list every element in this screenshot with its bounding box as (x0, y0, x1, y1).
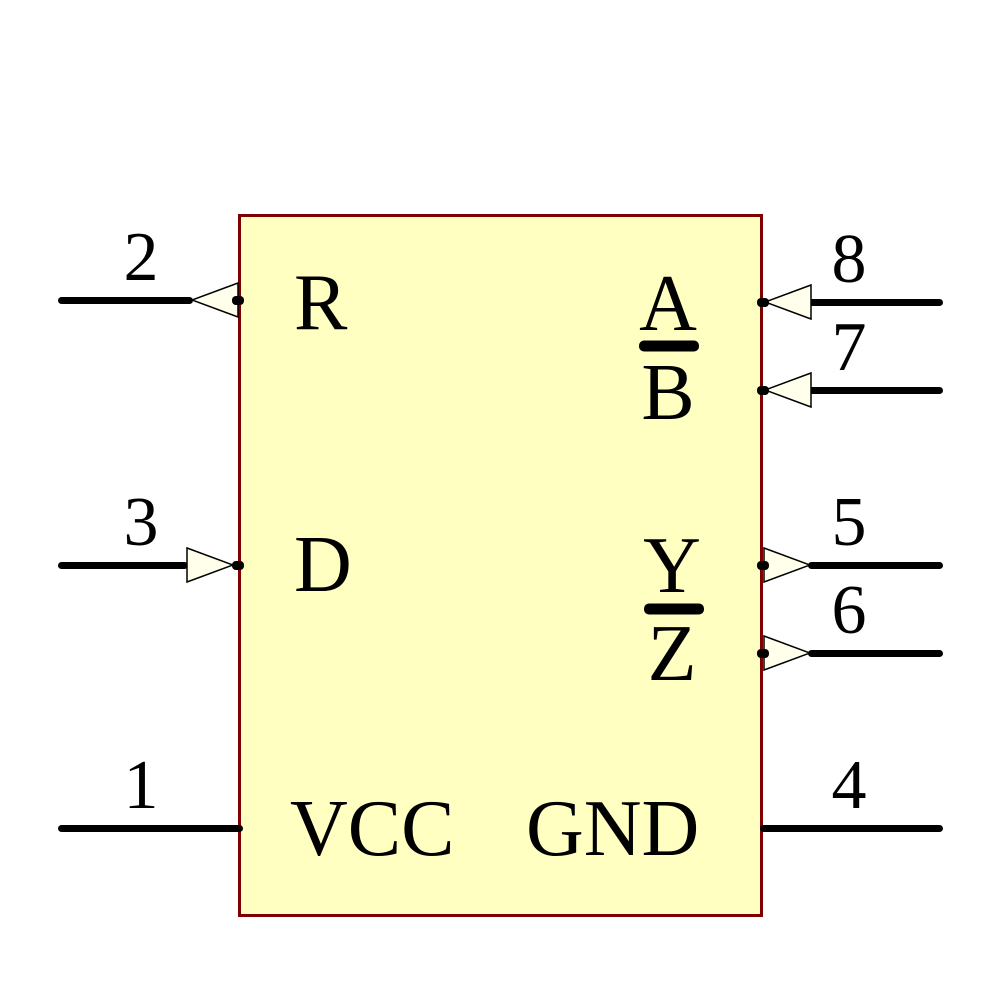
pin-4-wire[interactable] (760, 825, 943, 832)
pin-7-wire[interactable] (808, 387, 943, 394)
pin-8-wire[interactable] (808, 299, 943, 306)
pin-8-label-a: A (639, 260, 697, 348)
overline-bar-b (639, 340, 699, 352)
overline-bar-z (644, 603, 704, 615)
pin-2-connection-nub (232, 296, 244, 305)
pin-3-wire[interactable] (58, 562, 188, 569)
pin-7-label-b: B (641, 349, 695, 437)
pin-3-connection-nub (232, 561, 244, 570)
pin-6-number: 6 (831, 572, 867, 649)
pin-7-connection-nub (757, 386, 769, 395)
component-body[interactable] (238, 214, 763, 917)
pin-3-label-d: D (294, 521, 352, 609)
pin-2-number: 2 (123, 219, 159, 296)
pin-6-connection-nub (757, 649, 769, 658)
pin-6-label-z: Z (647, 610, 697, 698)
pin-5-output-arrow-icon (763, 546, 812, 584)
pin-1-label-vcc: VCC (290, 785, 455, 873)
pin-8-connection-nub (757, 298, 769, 307)
pin-5-wire[interactable] (808, 562, 943, 569)
pin-6-output-arrow-icon (763, 634, 812, 672)
pin-7-number: 7 (831, 309, 867, 386)
pin-5-number: 5 (831, 484, 867, 561)
pin-2-wire[interactable] (58, 297, 193, 304)
pin-6-wire[interactable] (808, 650, 943, 657)
pin-1-number: 1 (123, 747, 159, 824)
pin-8-number: 8 (831, 221, 867, 298)
pin-1-wire[interactable] (58, 825, 243, 832)
pin-8-input-arrow-icon (763, 283, 812, 321)
pin-4-number: 4 (831, 747, 867, 824)
pin-3-input-arrow-icon (186, 546, 235, 584)
pin-2-label-r: R (294, 259, 348, 347)
pin-7-input-arrow-icon (763, 371, 812, 409)
pin-5-label-y: Y (643, 522, 701, 610)
pin-5-connection-nub (757, 561, 769, 570)
pin-4-label-gnd: GND (526, 785, 700, 873)
pin-3-number: 3 (123, 484, 159, 561)
